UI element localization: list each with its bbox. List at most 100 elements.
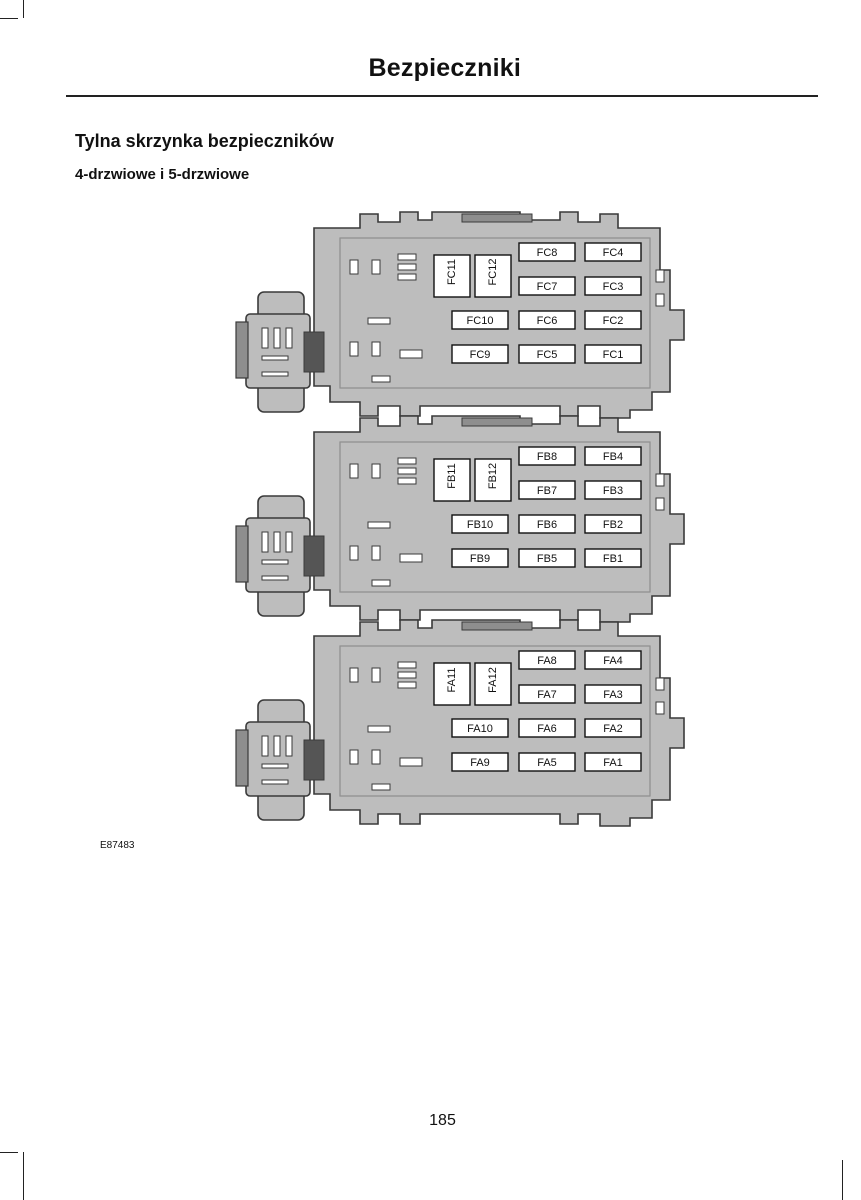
fuse-box bbox=[451, 752, 509, 772]
terminal bbox=[349, 749, 359, 765]
fuse-box bbox=[451, 718, 509, 738]
connector-slot bbox=[261, 779, 289, 785]
fuse-box bbox=[518, 276, 576, 296]
fuse-label: FC12 bbox=[487, 259, 499, 286]
terminal-blade bbox=[371, 375, 391, 383]
fuse-label: FA8 bbox=[537, 655, 557, 667]
page-title: Bezpieczniki bbox=[368, 54, 521, 82]
fuse-label: FC2 bbox=[603, 315, 624, 327]
fuse-box bbox=[584, 650, 642, 670]
fuse-box bbox=[518, 310, 576, 330]
terminal bbox=[371, 341, 381, 357]
fuse-box bbox=[518, 718, 576, 738]
terminal-blade bbox=[399, 553, 423, 563]
fuse-label: FC1 bbox=[603, 349, 624, 361]
terminal-blade bbox=[371, 783, 391, 791]
fuse-label: FB6 bbox=[537, 519, 557, 531]
connector-pin bbox=[285, 531, 293, 553]
fuse-box bbox=[451, 344, 509, 364]
fuse-label: FC10 bbox=[467, 315, 494, 327]
side-connector-body bbox=[245, 721, 311, 797]
terminal-blade bbox=[397, 467, 417, 475]
edge-tab bbox=[655, 473, 665, 487]
connector-slot bbox=[261, 559, 289, 565]
housing-recess bbox=[339, 645, 651, 797]
crop-mark bbox=[23, 0, 24, 18]
terminal bbox=[349, 341, 359, 357]
fuse-box bbox=[518, 684, 576, 704]
fuse-box bbox=[433, 254, 471, 298]
housing-recess bbox=[339, 237, 651, 389]
fuse-box bbox=[584, 752, 642, 772]
fuse-box bbox=[584, 276, 642, 296]
fuse-label: FB4 bbox=[603, 451, 623, 463]
fuse-label: FA12 bbox=[487, 667, 499, 693]
fuse-label: FC7 bbox=[537, 281, 558, 293]
fuse-label: FA7 bbox=[537, 689, 557, 701]
section-heading: Tylna skrzynka bezpieczników bbox=[75, 131, 334, 151]
fuse-label: FC8 bbox=[537, 247, 558, 259]
fuse-box bbox=[451, 548, 509, 568]
fuse-label: FA2 bbox=[603, 723, 623, 735]
fuse-label: FC5 bbox=[537, 349, 558, 361]
fuse-label: FC4 bbox=[603, 247, 624, 259]
fuse-label: FB5 bbox=[537, 553, 557, 565]
fuse-label: FC3 bbox=[603, 281, 624, 293]
fuse-box bbox=[518, 752, 576, 772]
side-connector-body bbox=[245, 313, 311, 389]
edge-tab bbox=[655, 677, 665, 691]
terminal-blade bbox=[399, 757, 423, 767]
connector-pin bbox=[261, 327, 269, 349]
connector-clip bbox=[303, 331, 325, 373]
figure-code: E87483 bbox=[100, 840, 135, 851]
crop-mark bbox=[0, 18, 18, 19]
fuse-box bbox=[584, 684, 642, 704]
terminal bbox=[371, 749, 381, 765]
connector-slot bbox=[261, 575, 289, 581]
terminal-blade bbox=[397, 477, 417, 485]
terminal bbox=[371, 259, 381, 275]
terminal bbox=[371, 545, 381, 561]
fuse-box bbox=[518, 650, 576, 670]
fuse-label: FA5 bbox=[537, 757, 557, 769]
fuse-box bbox=[518, 548, 576, 568]
fuse-box bbox=[584, 242, 642, 262]
edge-tab bbox=[655, 701, 665, 715]
side-connector-latch bbox=[235, 525, 249, 583]
fuse-label: FA3 bbox=[603, 689, 623, 701]
title-divider bbox=[66, 95, 818, 97]
connector-pin bbox=[273, 327, 281, 349]
terminal bbox=[349, 545, 359, 561]
crop-mark bbox=[23, 1152, 24, 1200]
terminal-blade bbox=[399, 349, 423, 359]
connector-pin bbox=[273, 735, 281, 757]
fuse-label: FB12 bbox=[487, 463, 499, 489]
connector-pin bbox=[261, 735, 269, 757]
fuse-box bbox=[584, 718, 642, 738]
housing-recess bbox=[339, 441, 651, 593]
fuse-label: FB9 bbox=[470, 553, 490, 565]
fuse-box bbox=[518, 514, 576, 534]
connector-pin bbox=[261, 531, 269, 553]
fuse-box bbox=[518, 446, 576, 466]
connector-slot bbox=[261, 355, 289, 361]
crop-mark bbox=[842, 1160, 843, 1200]
terminal bbox=[349, 463, 359, 479]
fuse-label: FA1 bbox=[603, 757, 623, 769]
side-connector-body bbox=[245, 517, 311, 593]
connector-clip bbox=[303, 739, 325, 781]
top-connector bbox=[461, 213, 533, 223]
terminal-blade bbox=[397, 457, 417, 465]
fuse-label: FB8 bbox=[537, 451, 557, 463]
fuse-box bbox=[584, 548, 642, 568]
fuse-label: FA6 bbox=[537, 723, 557, 735]
fuse-label: FC9 bbox=[470, 349, 491, 361]
edge-tab bbox=[655, 269, 665, 283]
terminal-blade bbox=[397, 671, 417, 679]
fuse-label: FC6 bbox=[537, 315, 558, 327]
page-number: 185 bbox=[429, 1112, 456, 1129]
top-connector bbox=[461, 621, 533, 631]
edge-tab bbox=[655, 293, 665, 307]
